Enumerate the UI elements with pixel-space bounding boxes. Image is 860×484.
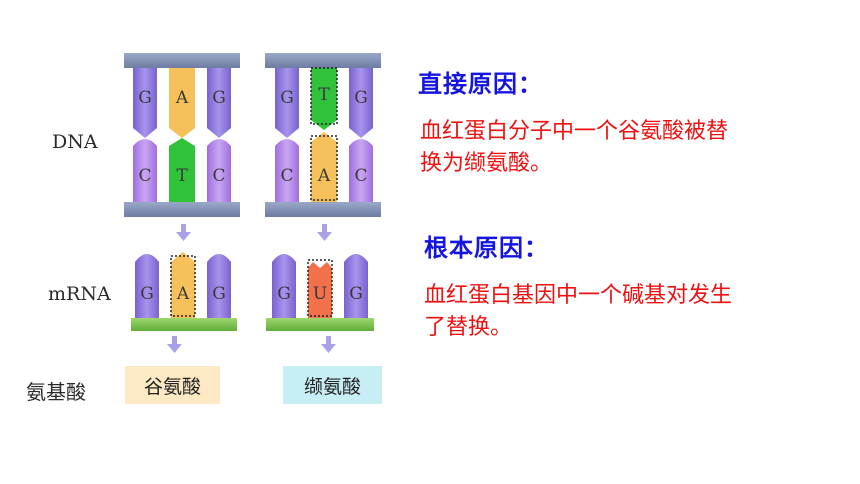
dna-backbone-top [265, 53, 381, 68]
down-arrow-icon [167, 336, 182, 353]
mrna-base-pillar [344, 254, 368, 318]
mutation-diagram: G A G C T C G T G C A C G A [124, 53, 381, 353]
base-letter: G [140, 284, 154, 304]
mutant-mrna: G U G [266, 254, 374, 331]
codon-highlight [307, 259, 333, 317]
mrna-base-pillar [272, 254, 296, 318]
dna-base-pillar [169, 68, 195, 138]
base-letter: C [212, 166, 225, 186]
root-cause-line: 血红蛋白基因中一个碱基对发生 [424, 283, 733, 308]
root-cause-title: 根本原因： [424, 234, 549, 262]
mutant-amino-acid-box: 缬氨酸 [283, 366, 382, 404]
base-letter: G [277, 284, 291, 304]
dna-base-pillar [207, 139, 231, 202]
dna-base-pillar [349, 139, 373, 202]
mrna-backbone [266, 318, 374, 331]
down-arrow-icon [321, 336, 336, 353]
dna-base-pillar [207, 68, 231, 138]
dna-backbone-top [124, 53, 240, 68]
dna-backbone-bottom [265, 202, 381, 217]
dna-base-pillar [275, 68, 299, 138]
dna-base-pillar [169, 138, 195, 202]
dna-base-pillar [133, 68, 157, 138]
base-letter: C [138, 166, 151, 186]
normal-mrna: G A G [131, 252, 237, 331]
base-letter: U [313, 284, 327, 304]
mrna-backbone [131, 318, 237, 331]
base-letter: G [354, 88, 368, 108]
mrna-base-pillar [135, 254, 159, 318]
base-letter: C [280, 166, 293, 186]
dna-backbone-bottom [124, 202, 240, 217]
mrna-row-label: mRNA [48, 283, 111, 305]
base-letter: A [176, 284, 190, 304]
mrna-base-pillar [308, 262, 332, 318]
base-letter: G [138, 88, 152, 108]
mutation-highlight [310, 135, 338, 201]
dna-base-pillar [349, 68, 373, 138]
base-letter: G [212, 88, 226, 108]
direct-cause-title: 直接原因： [418, 70, 543, 98]
base-letter: G [349, 284, 363, 304]
direct-cause-line: 血红蛋白分子中一个谷氨酸被替 [420, 119, 729, 144]
base-letter: T [176, 166, 188, 186]
dna-row-label: DNA [52, 131, 98, 153]
dna-base-pillar [275, 139, 299, 202]
base-letter: A [175, 88, 189, 108]
mutant-dna: G T G C A C [265, 53, 381, 217]
mrna-base-pillar [207, 254, 231, 318]
base-letter: G [280, 88, 294, 108]
root-cause-line: 了替换。 [424, 315, 513, 340]
base-letter: A [317, 166, 331, 186]
normal-dna: G A G C T C [124, 53, 240, 217]
down-arrow-icon [317, 224, 332, 241]
dna-base-pillar [311, 68, 337, 130]
root-cause-text: 血红蛋白基因中一个碱基对发生 了替换。 [424, 280, 732, 344]
down-arrow-icon [176, 224, 191, 241]
amino-acid-row-label: 氨基酸 [26, 380, 86, 404]
base-letter: G [212, 284, 226, 304]
dna-base-pillar [311, 132, 337, 202]
normal-amino-acid-box: 谷氨酸 [125, 366, 220, 404]
base-letter: C [354, 166, 367, 186]
dna-base-pillar [133, 139, 157, 202]
base-letter: T [318, 85, 330, 105]
mrna-base-pillar [171, 252, 195, 318]
mutation-highlight [310, 67, 338, 125]
codon-highlight [170, 255, 196, 317]
direct-cause-line: 换为缬氨酸。 [420, 151, 553, 176]
direct-cause-text: 血红蛋白分子中一个谷氨酸被替 换为缬氨酸。 [420, 116, 728, 180]
